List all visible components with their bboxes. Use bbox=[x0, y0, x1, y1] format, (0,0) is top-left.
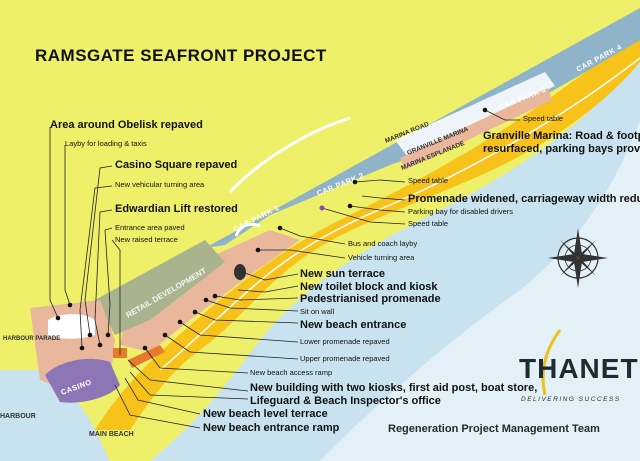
label-sun-terrace: New sun terrace bbox=[300, 268, 385, 280]
marina-esplanade bbox=[395, 72, 555, 160]
label-new-building-2: Lifeguard & Beach Inspector's office bbox=[250, 395, 441, 407]
casino-building bbox=[45, 358, 120, 403]
label-sit-on-wall: Sit on wall bbox=[300, 307, 335, 316]
label-speed-table-2: Speed table bbox=[408, 176, 448, 185]
retail-development-area bbox=[95, 240, 225, 335]
page-title: RAMSGATE SEAFRONT PROJECT bbox=[35, 46, 327, 65]
beach-terrace-marker bbox=[128, 345, 165, 368]
label-granville-1: Granville Marina: Road & footpath bbox=[483, 130, 640, 142]
label-access-ramp: New beach access ramp bbox=[250, 368, 332, 377]
label-disabled-bay: Parking bay for disabled drivers bbox=[408, 207, 513, 216]
label-raised-terrace: New raised terrace bbox=[115, 235, 178, 244]
label-lower-promenade: Lower promenade repaved bbox=[300, 337, 390, 346]
promenade-paving bbox=[120, 230, 300, 352]
harbour-wall bbox=[228, 116, 351, 194]
label-pedestrianised: Pedestrianised promenade bbox=[300, 293, 441, 305]
label-promenade-widened: Promenade widened, carriageway width red… bbox=[408, 193, 640, 205]
label-casino-square: Casino Square repaved bbox=[115, 159, 237, 171]
label-layby-loading: Layby for loading & taxis bbox=[65, 139, 147, 148]
beach bbox=[95, 28, 640, 430]
obelisk-area bbox=[48, 314, 95, 339]
label-turning-area-new: New vehicular turning area bbox=[115, 180, 205, 189]
sea-light bbox=[320, 120, 640, 461]
label-beach-terrace: New beach level terrace bbox=[203, 408, 328, 420]
label-new-building-1: New building with two kiosks, first aid … bbox=[250, 382, 537, 394]
harbour-wall-end bbox=[234, 222, 261, 237]
logo-name: THANET bbox=[519, 353, 639, 384]
logo-tagline: DELIVERING SUCCESS bbox=[521, 396, 621, 403]
label-granville-2: resurfaced, parking bays provided bbox=[483, 143, 640, 155]
label-entrance-ramp: New beach entrance ramp bbox=[203, 422, 340, 434]
marker-dots bbox=[55, 107, 488, 351]
thanet-logo: THANET DELIVERING SUCCESS bbox=[519, 329, 639, 403]
label-toilet-kiosk: New toilet block and kiosk bbox=[300, 281, 438, 293]
compass-icon bbox=[548, 228, 608, 288]
sun-terrace-marker bbox=[234, 264, 246, 280]
label-speed-table-1: Speed table bbox=[523, 114, 563, 123]
road-main-beach: MAIN BEACH bbox=[89, 431, 134, 438]
label-beach-entrance: New beach entrance bbox=[300, 319, 406, 331]
thanet-swoosh-icon bbox=[541, 329, 562, 396]
label-obelisk: Area around Obelisk repaved bbox=[50, 119, 203, 131]
coastline bbox=[159, 57, 640, 371]
label-upper-promenade: Upper promenade repaved bbox=[300, 354, 390, 363]
label-vehicle-turning: Vehicle turning area bbox=[348, 253, 415, 262]
label-edwardian-lift: Edwardian Lift restored bbox=[115, 203, 238, 215]
leader-lines bbox=[49, 109, 520, 429]
label-coach-layby: Bus and coach layby bbox=[348, 239, 417, 248]
harbour-water bbox=[0, 370, 110, 461]
granville-marina-strip bbox=[400, 88, 552, 170]
team-name: Regeneration Project Management Team bbox=[388, 423, 600, 435]
road-harbour: HARBOUR bbox=[0, 413, 36, 420]
label-entrance-area: Entrance area paved bbox=[115, 223, 185, 232]
road-harbour-parade: HARBOUR PARADE bbox=[3, 336, 60, 342]
label-speed-table-3: Speed table bbox=[408, 219, 448, 228]
